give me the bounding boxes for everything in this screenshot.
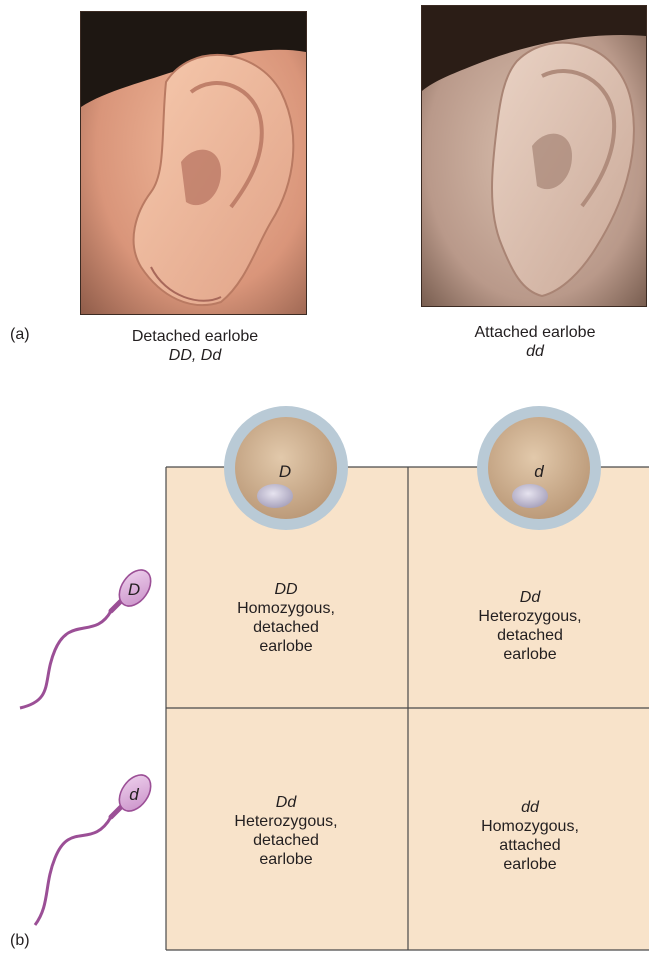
cell-zygosity: Homozygous, bbox=[186, 599, 386, 618]
punnett-cell-bottom-right: dd Homozygous, attached earlobe bbox=[430, 798, 630, 874]
cell-trait-line2: earlobe bbox=[430, 855, 630, 874]
sperm-cell-D: D bbox=[20, 564, 157, 708]
sperm-allele-label: d bbox=[129, 785, 139, 804]
sperm-cell-d: d bbox=[35, 769, 157, 925]
cell-trait-line1: attached bbox=[430, 836, 630, 855]
egg-allele-label: d bbox=[534, 462, 544, 481]
punnett-cell-bottom-left: Dd Heterozygous, detached earlobe bbox=[186, 793, 386, 869]
egg-nucleus bbox=[512, 484, 548, 508]
egg-cell-D: D bbox=[224, 406, 348, 530]
sperm-allele-label: D bbox=[128, 580, 140, 599]
punnett-cell-top-right: Dd Heterozygous, detached earlobe bbox=[430, 588, 630, 664]
cell-trait-line1: detached bbox=[186, 831, 386, 850]
part-b-label: (b) bbox=[10, 932, 30, 950]
egg-nucleus bbox=[257, 484, 293, 508]
cell-genotype: Dd bbox=[186, 793, 386, 812]
cell-trait-line2: earlobe bbox=[186, 637, 386, 656]
cell-zygosity: Heterozygous, bbox=[186, 812, 386, 831]
sperm-tail bbox=[35, 817, 111, 925]
cell-trait-line1: detached bbox=[430, 626, 630, 645]
sperm-tail bbox=[20, 611, 111, 708]
cell-genotype: DD bbox=[186, 580, 386, 599]
cell-genotype: dd bbox=[430, 798, 630, 817]
sperm-midpiece bbox=[111, 806, 122, 817]
cell-zygosity: Homozygous, bbox=[430, 817, 630, 836]
egg-cell-d: d bbox=[477, 406, 601, 530]
cell-trait-line1: detached bbox=[186, 618, 386, 637]
cell-trait-line2: earlobe bbox=[430, 645, 630, 664]
cell-genotype: Dd bbox=[430, 588, 630, 607]
cell-trait-line2: earlobe bbox=[186, 850, 386, 869]
egg-allele-label: D bbox=[279, 462, 291, 481]
cell-zygosity: Heterozygous, bbox=[430, 607, 630, 626]
punnett-cell-top-left: DD Homozygous, detached earlobe bbox=[186, 580, 386, 656]
